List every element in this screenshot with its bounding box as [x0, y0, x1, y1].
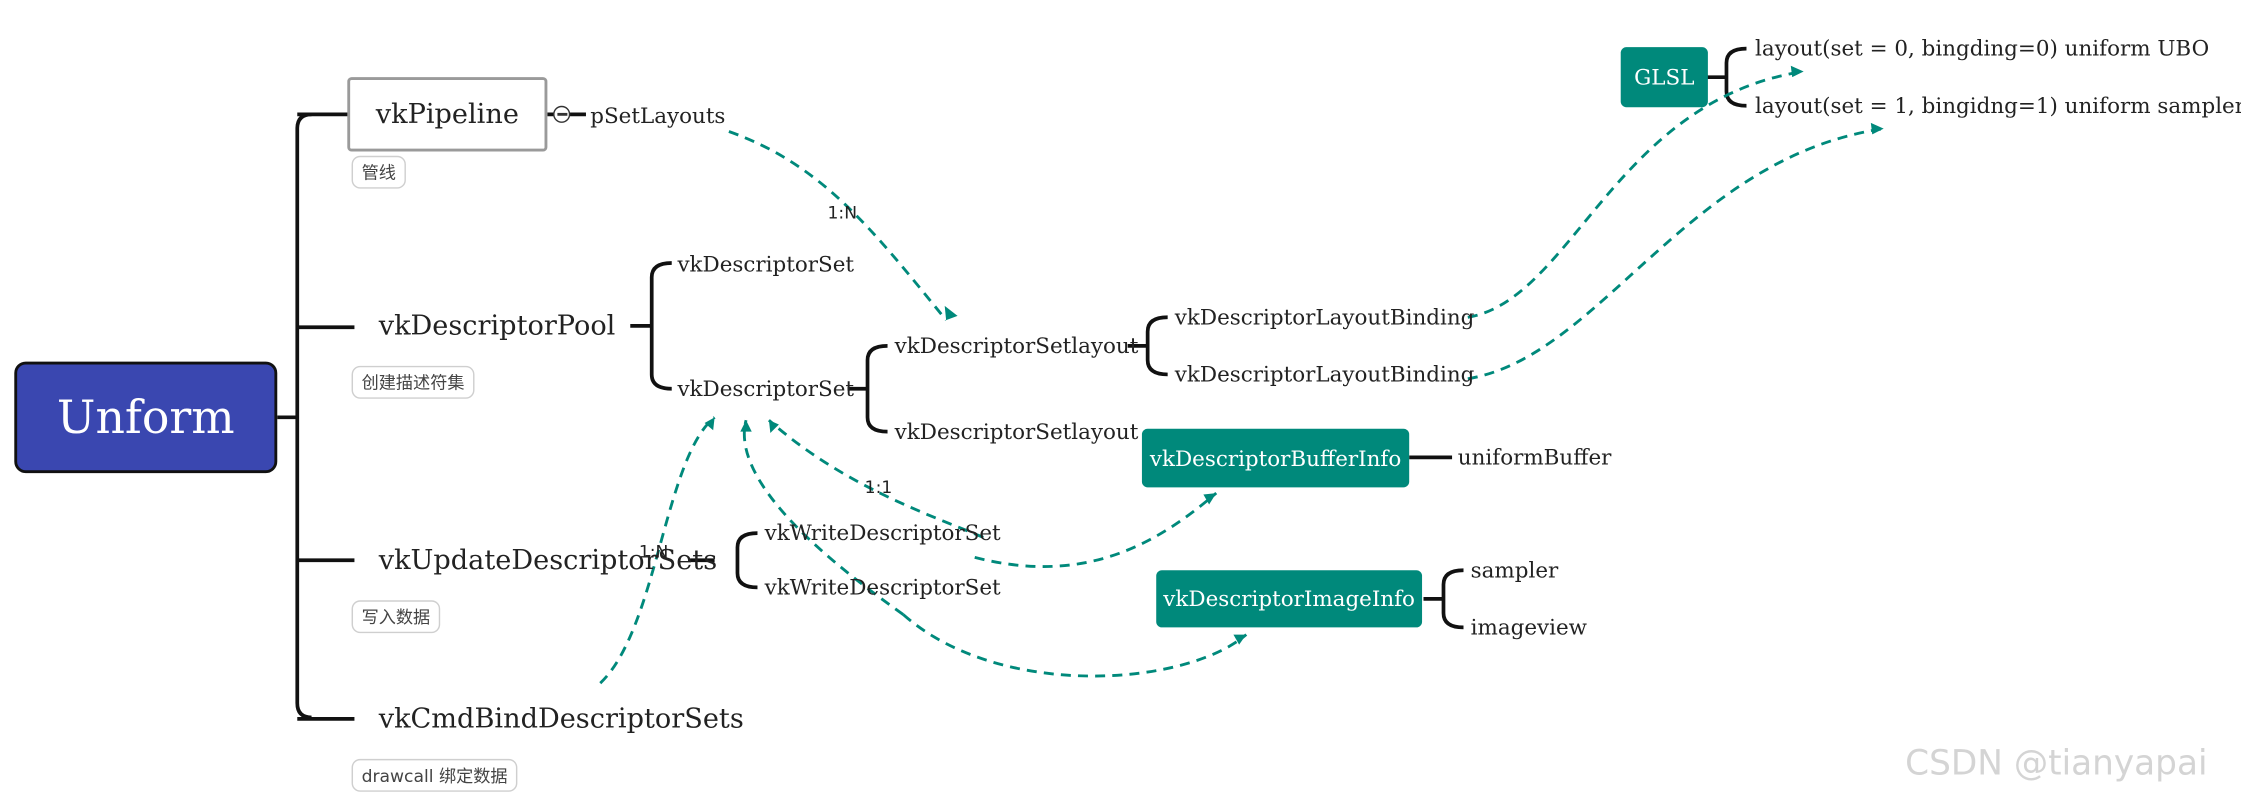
descriptor-set-node-b[interactable]: vkDescriptorSet: [677, 375, 855, 402]
arrowhead: [740, 420, 752, 432]
relation-label-bind: 1:N: [638, 541, 669, 562]
update-descriptor-sets-note: 写入数据: [351, 600, 441, 634]
cmd-bind-descriptor-sets-node[interactable]: vkCmdBindDescriptorSets: [378, 703, 744, 735]
glsl-layout-line-a[interactable]: layout(set = 0, bingding=0) uniform UBO: [1755, 35, 2210, 62]
imageview-node[interactable]: imageview: [1470, 614, 1588, 641]
descriptor-setlayout-node-a[interactable]: vkDescriptorSetlayout: [894, 333, 1139, 359]
buffer-info-node[interactable]: vkDescriptorBufferInfo: [1141, 428, 1410, 488]
collapse-minus-icon[interactable]: [553, 105, 571, 123]
arrowhead: [1870, 122, 1884, 135]
dashed-write-to-buffer: [974, 491, 1218, 568]
arrowhead: [768, 420, 779, 434]
root-bracket: [295, 112, 312, 720]
pset-layouts-node[interactable]: pSetLayouts: [590, 102, 726, 129]
dashed-write-to-image: [902, 613, 1248, 678]
cmd-bind-note: drawcall 绑定数据: [351, 758, 518, 792]
arrowhead: [944, 305, 958, 321]
write-descriptor-set-node-a[interactable]: vkWriteDescriptorSet: [764, 520, 1001, 546]
uniform-buffer-node[interactable]: uniformBuffer: [1457, 444, 1612, 471]
write-descriptor-set-node-b[interactable]: vkWriteDescriptorSet: [764, 574, 1001, 601]
dashed-write-to-set-b: [742, 419, 905, 616]
layout-binding-node-b[interactable]: vkDescriptorLayoutBinding: [1174, 361, 1475, 388]
glsl-layout-line-b[interactable]: layout(set = 1, bingidng=1) uniform samp…: [1755, 92, 2241, 119]
arrowhead: [704, 417, 715, 431]
descriptor-pool-node[interactable]: vkDescriptorPool: [378, 310, 616, 342]
pipeline-node[interactable]: vkPipeline: [347, 77, 548, 152]
descriptor-set-node-a[interactable]: vkDescriptorSet: [677, 251, 855, 278]
arrowhead: [1203, 493, 1217, 505]
arrowhead: [1790, 65, 1804, 78]
dashed-binding-to-glsl-b: [1467, 127, 1884, 381]
update-descriptor-sets-node[interactable]: vkUpdateDescriptorSets: [378, 544, 718, 576]
descriptor-pool-note: 创建描述符集: [351, 365, 475, 399]
sampler-node[interactable]: sampler: [1470, 557, 1559, 584]
root-node[interactable]: Unform: [14, 361, 278, 474]
dashed-pset-to-layout: [728, 130, 948, 322]
watermark: CSDN @tianyapai: [1905, 743, 2208, 784]
dashed-binding-to-glsl-a: [1467, 70, 1804, 319]
image-info-node[interactable]: vkDescriptorImageInfo: [1156, 570, 1423, 628]
pipeline-note: 管线: [351, 155, 406, 189]
relation-label-write: 1:1: [864, 477, 893, 498]
glsl-node[interactable]: GLSL: [1620, 47, 1708, 108]
layout-binding-node-a[interactable]: vkDescriptorLayoutBinding: [1174, 304, 1475, 331]
descriptor-setlayout-node-b[interactable]: vkDescriptorSetlayout: [894, 418, 1139, 445]
dashed-bind-to-set: [599, 416, 716, 685]
dashed-write-to-set: [767, 419, 984, 539]
relation-label-pset: 1:N: [827, 202, 858, 223]
arrowhead: [1233, 634, 1247, 645]
